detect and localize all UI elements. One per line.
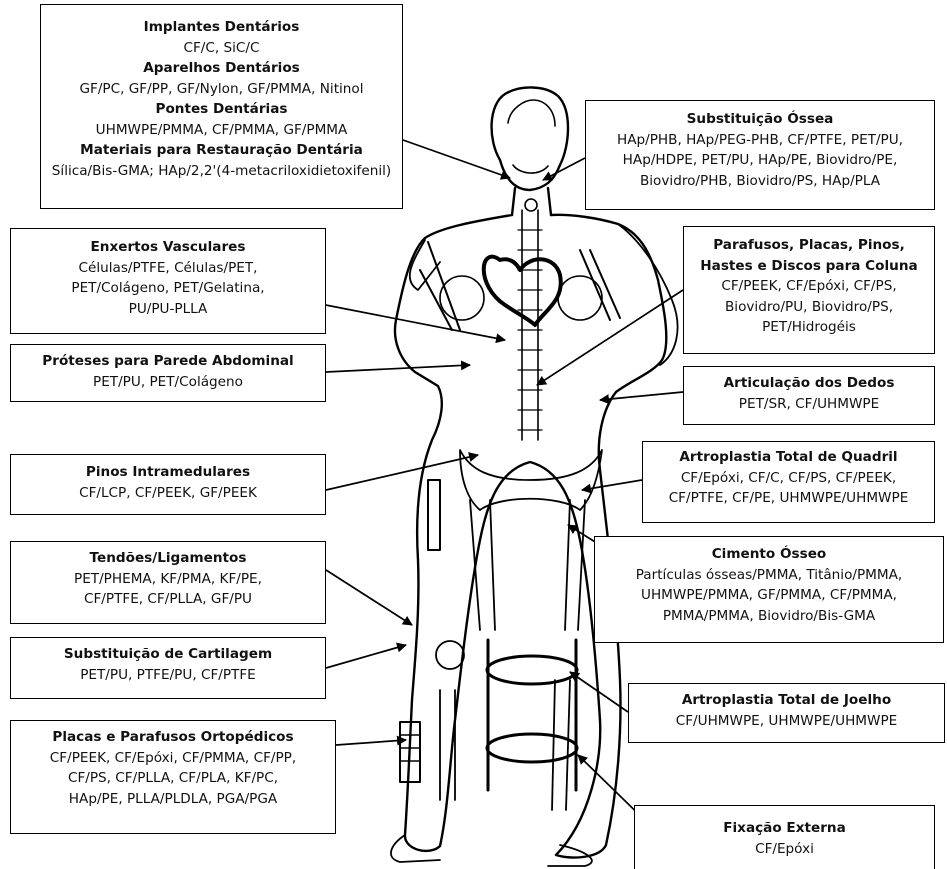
cartilage-substitution-line-1: PET/PU, PTFE/PU, CF/PTFE bbox=[15, 665, 321, 686]
finger-joints-title: Articulação dos Dedos bbox=[688, 373, 930, 394]
vascular-grafts-line-3: PU/PU-PLLA bbox=[15, 299, 321, 320]
orthopedic-plates-line-2: CF/PS, CF/PLLA, CF/PLA, KF/PC, bbox=[15, 768, 331, 789]
knee-arthroplasty-box: Artroplastia Total de Joelho CF/UHMWPE, … bbox=[628, 683, 945, 743]
arrow-pins bbox=[326, 455, 478, 490]
dental-restoration-title: Materiais para Restauração Dentária bbox=[45, 140, 398, 161]
intramedullary-pins-box: Pinos Intramedulares CF/LCP, CF/PEEK, GF… bbox=[10, 454, 326, 515]
arrow-plates bbox=[336, 740, 406, 745]
abdominal-wall-line-1: PET/PU, PET/Colágeno bbox=[15, 372, 321, 393]
abdominal-wall-title: Próteses para Parede Abdominal bbox=[15, 351, 321, 372]
vascular-grafts-line-2: PET/Colágeno, PET/Gelatina, bbox=[15, 278, 321, 299]
external-fixation-line-1: CF/Epóxi bbox=[639, 839, 930, 860]
arrow-cartilage bbox=[326, 645, 406, 668]
bone-cement-line-3: PMMA/PMMA, Biovidro/Bis-GMA bbox=[599, 606, 939, 627]
bone-substitution-line-1: HAp/PHB, HAp/PEG-PHB, CF/PTFE, PET/PU, bbox=[590, 130, 930, 151]
hip-arthroplasty-line-2: CF/PTFE, CF/PE, UHMWPE/UHMWPE bbox=[647, 488, 930, 509]
fixation-ring-upper bbox=[487, 656, 577, 684]
knee-arthroplasty-title: Artroplastia Total de Joelho bbox=[633, 690, 940, 711]
vascular-grafts-box: Enxertos Vasculares Células/PTFE, Célula… bbox=[10, 228, 326, 334]
bone-cement-line-2: UHMWPE/PMMA, GF/PMMA, CF/PMMA, bbox=[599, 585, 939, 606]
spine-devices-title-2: Hastes e Discos para Coluna bbox=[688, 256, 930, 277]
arrow-hip bbox=[582, 480, 642, 490]
arrow-tendon bbox=[326, 570, 412, 625]
external-fixation-title: Fixação Externa bbox=[639, 818, 930, 839]
bone-substitution-line-2: HAp/HDPE, PET/PU, HAp/PE, Biovidro/PE, bbox=[590, 150, 930, 171]
bone-substitution-box: Substituição Óssea HAp/PHB, HAp/PEG-PHB,… bbox=[585, 100, 935, 210]
dental-implants-title: Implantes Dentários bbox=[45, 17, 398, 38]
tendons-ligaments-box: Tendões/Ligamentos PET/PHEMA, KF/PMA, KF… bbox=[10, 541, 326, 624]
finger-joints-box: Articulação dos Dedos PET/SR, CF/UHMWPE bbox=[683, 366, 935, 425]
vascular-grafts-title: Enxertos Vasculares bbox=[15, 237, 321, 258]
intramedullary-pins-title: Pinos Intramedulares bbox=[15, 462, 321, 483]
tendons-ligaments-line-2: CF/PTFE, CF/PLLA, GF/PU bbox=[15, 589, 321, 610]
spine-devices-box: Parafusos, Placas, Pinos, Hastes e Disco… bbox=[683, 226, 935, 354]
external-fixation-box: Fixação Externa CF/Epóxi bbox=[634, 805, 935, 869]
bone-substitution-line-3: Biovidro/PHB, Biovidro/PS, HAp/PLA bbox=[590, 171, 930, 192]
spine-devices-line-2: Biovidro/PU, Biovidro/PS, bbox=[688, 297, 930, 318]
spine-devices-title-1: Parafusos, Placas, Pinos, bbox=[688, 235, 930, 256]
bone-cement-title: Cimento Ósseo bbox=[599, 544, 939, 565]
arrow-vascular bbox=[300, 300, 505, 340]
cartilage-substitution-title: Substituição de Cartilagem bbox=[15, 644, 321, 665]
bone-substitution-title: Substituição Óssea bbox=[590, 109, 930, 130]
orthopedic-plates-title: Placas e Parafusos Ortopédicos bbox=[15, 727, 331, 748]
dental-implants-materials: CF/C, SiC/C bbox=[45, 38, 398, 59]
finger-joints-line-1: PET/SR, CF/UHMWPE bbox=[688, 394, 930, 415]
hip-arthroplasty-line-1: CF/Epóxi, CF/C, CF/PS, CF/PEEK, bbox=[647, 468, 930, 489]
orthopedic-plates-line-3: HAp/PE, PLLA/PLDLA, PGA/PGA bbox=[15, 789, 331, 810]
cartilage-substitution-box: Substituição de Cartilagem PET/PU, PTFE/… bbox=[10, 637, 326, 699]
vascular-grafts-line-1: Células/PTFE, Células/PET, bbox=[15, 258, 321, 279]
orthopedic-plates-line-1: CF/PEEK, CF/Epóxi, CF/PMMA, CF/PP, bbox=[15, 748, 331, 769]
arrow-abdominal bbox=[326, 365, 470, 372]
dental-braces-materials: GF/PC, GF/PP, GF/Nylon, GF/PMMA, Nitinol bbox=[45, 79, 398, 100]
fixation-ring-lower bbox=[487, 734, 577, 762]
dental-restoration-materials: Sílica/Bis-GMA; HAp/2,2'(4-metacriloxidi… bbox=[45, 161, 398, 182]
intramedullary-pins-line-1: CF/LCP, CF/PEEK, GF/PEEK bbox=[15, 483, 321, 504]
bone-cement-line-1: Partículas ósseas/PMMA, Titânio/PMMA, bbox=[599, 565, 939, 586]
dental-bridges-title: Pontes Dentárias bbox=[45, 99, 398, 120]
hip-arthroplasty-box: Artroplastia Total de Quadril CF/Epóxi, … bbox=[642, 441, 935, 523]
knee-arthroplasty-line-1: CF/UHMWPE, UHMWPE/UHMWPE bbox=[633, 711, 940, 732]
tendons-ligaments-title: Tendões/Ligamentos bbox=[15, 548, 321, 569]
spine-devices-line-3: PET/Hidrogéis bbox=[688, 317, 930, 338]
abdominal-wall-box: Próteses para Parede Abdominal PET/PU, P… bbox=[10, 344, 326, 402]
tendons-ligaments-line-1: PET/PHEMA, KF/PMA, KF/PE, bbox=[15, 569, 321, 590]
dental-box: Implantes Dentários CF/C, SiC/C Aparelho… bbox=[40, 4, 403, 209]
dental-braces-title: Aparelhos Dentários bbox=[45, 58, 398, 79]
bone-cement-box: Cimento Ósseo Partículas ósseas/PMMA, Ti… bbox=[594, 536, 944, 643]
spine-devices-line-1: CF/PEEK, CF/Epóxi, CF/PS, bbox=[688, 276, 930, 297]
arrow-bone bbox=[543, 158, 585, 180]
hip-arthroplasty-title: Artroplastia Total de Quadril bbox=[647, 447, 930, 468]
dental-bridges-materials: UHMWPE/PMMA, CF/PMMA, GF/PMMA bbox=[45, 120, 398, 141]
orthopedic-plates-box: Placas e Parafusos Ortopédicos CF/PEEK, … bbox=[10, 720, 336, 834]
